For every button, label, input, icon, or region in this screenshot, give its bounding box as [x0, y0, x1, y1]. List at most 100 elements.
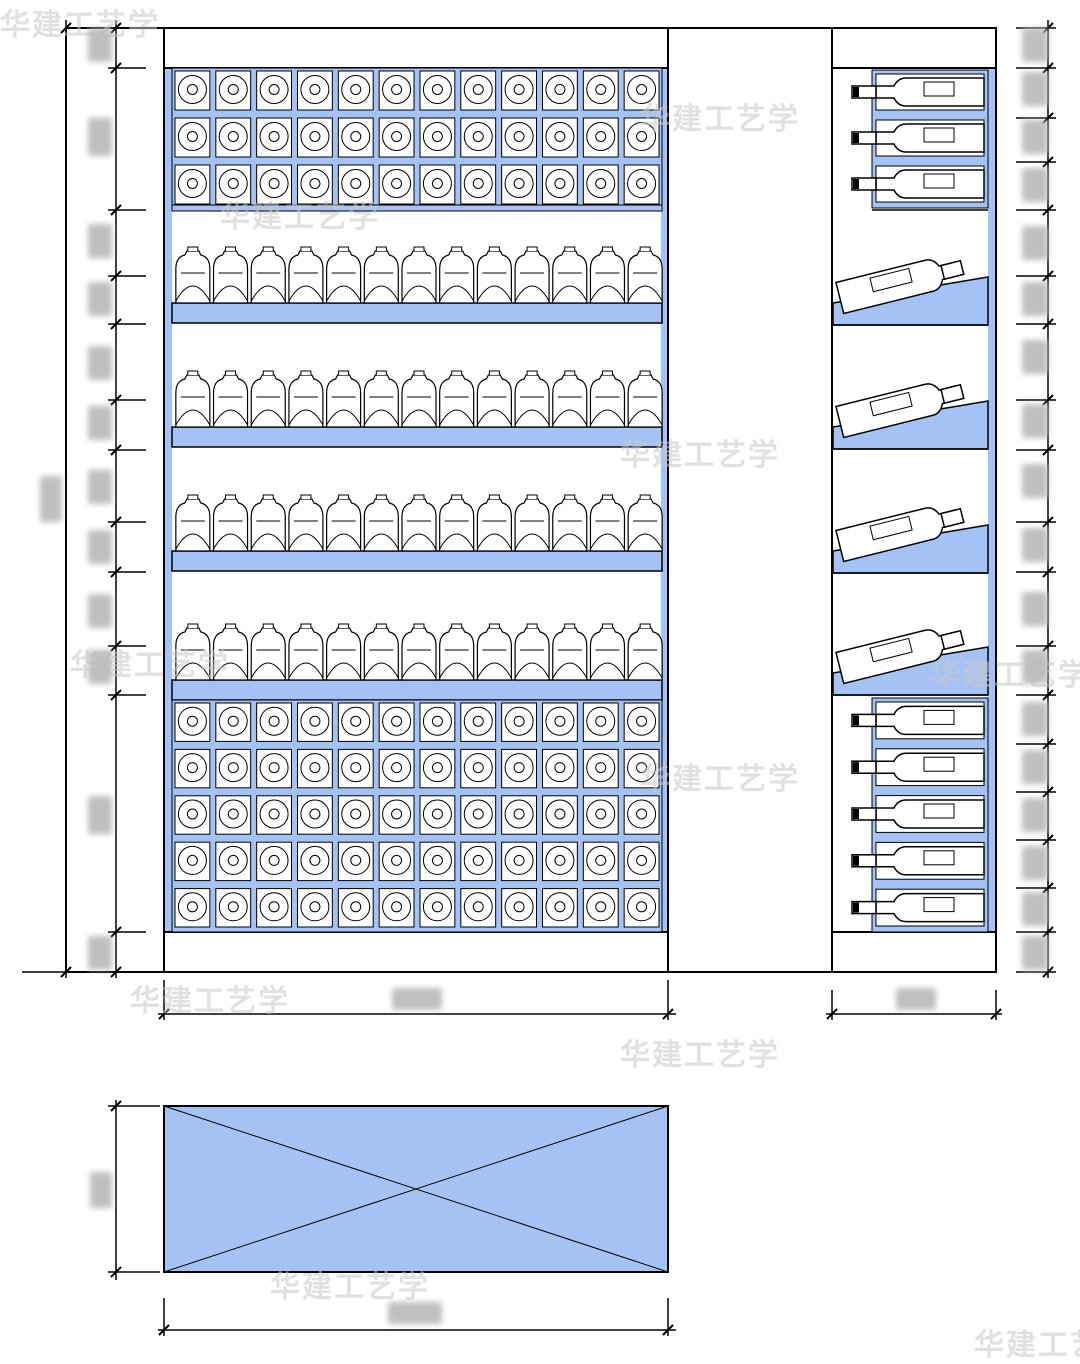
bottle-end-icon — [177, 75, 207, 104]
bottle-end-icon — [300, 122, 330, 151]
bottle-side-icon — [851, 846, 985, 876]
bottle-end-icon — [382, 122, 412, 151]
redacted-dimension-label — [88, 936, 112, 970]
right-horizontal-bottles-bottom — [851, 697, 989, 933]
shelf-board — [171, 679, 663, 701]
bottle-end-icon — [627, 845, 657, 875]
redacted-dimension-label — [1022, 464, 1048, 498]
bottle-end-icon — [586, 169, 616, 198]
bottle-end-icon — [300, 845, 330, 875]
bottle-end-icon — [218, 169, 248, 198]
bottle-end-icon — [463, 122, 493, 151]
bottle-end-icon — [545, 706, 575, 736]
stacked-bottle-icon — [439, 623, 475, 681]
stacked-bottle-icon — [589, 370, 626, 428]
bottle-end-icon — [218, 892, 248, 922]
redacted-dimension-label — [88, 530, 112, 564]
stacked-bottle-icon — [212, 370, 249, 428]
stacked-bottle-icon — [363, 370, 399, 428]
stacked-bottle-icon — [401, 623, 437, 681]
bottle-end-icon — [382, 799, 412, 829]
bottle-end-icon — [586, 892, 616, 922]
stacked-bottle-icon — [439, 370, 475, 428]
stacked-bottle-icon — [439, 494, 475, 552]
bottle-end-icon — [382, 892, 412, 922]
bottle-end-icon — [177, 706, 207, 736]
bottle-end-icon — [422, 706, 452, 736]
redacted-dimension-label — [1022, 404, 1048, 438]
bottle-end-icon — [300, 169, 330, 198]
stacked-bottle-icon — [175, 494, 211, 552]
stacked-bottle-icon — [212, 246, 249, 304]
redacted-dimension-label — [1022, 650, 1048, 684]
cubby-back — [171, 67, 663, 210]
bottle-end-icon — [586, 75, 616, 104]
bottle-side-icon — [851, 77, 985, 107]
bottle-end-icon — [463, 845, 493, 875]
angled-shelf — [832, 383, 989, 450]
stacked-bottle-icon — [363, 494, 399, 552]
stacked-bottle-icon — [514, 494, 550, 552]
stacked-bottle-icon — [250, 370, 286, 428]
tilted-bottle-icon — [835, 383, 965, 439]
bottle-end-icon — [341, 799, 371, 829]
stacked-bottle-icon — [589, 494, 626, 552]
bottle-end-icon — [463, 799, 493, 829]
stacked-bottle-icon — [288, 246, 324, 304]
bottle-end-icon — [259, 753, 289, 783]
bottle-end-icon — [627, 122, 657, 151]
bottle-end-icon — [504, 845, 534, 875]
redacted-dimension-label — [1022, 936, 1048, 970]
bottle-end-icon — [218, 75, 248, 104]
bottle-end-icon — [259, 845, 289, 875]
bottle-end-icon — [422, 122, 452, 151]
redacted-dimension-label — [1022, 120, 1048, 154]
bottle-end-icon — [422, 845, 452, 875]
bottle-end-icon — [300, 75, 330, 104]
plan-view — [163, 1105, 669, 1273]
stacked-bottle-icon — [401, 246, 437, 304]
bottle-end-icon — [177, 799, 207, 829]
stacked-bottle-icon — [175, 246, 211, 304]
redacted-dimension-label — [1022, 226, 1048, 260]
bottle-end-icon — [463, 706, 493, 736]
stacked-bottle-icon — [589, 623, 626, 681]
redacted-dimension-label — [1022, 168, 1048, 202]
bottle-side-icon — [851, 892, 985, 923]
bottle-end-icon — [545, 122, 575, 151]
bottle-end-icon — [586, 799, 616, 829]
stacked-bottle-icon — [212, 494, 249, 552]
bottle-end-icon — [586, 122, 616, 151]
stacked-bottle-icon — [288, 494, 324, 552]
bottle-end-icon — [259, 75, 289, 104]
right-angled-shelves — [832, 259, 989, 696]
stacked-bottle-icon — [288, 370, 324, 428]
redacted-dimension-label — [1022, 340, 1048, 374]
bottle-end-icon — [422, 169, 452, 198]
bottle-end-icon — [259, 892, 289, 922]
redacted-dimension-label — [40, 476, 62, 522]
stacked-bottle-icon — [401, 494, 437, 552]
stacked-bottle-icon — [250, 623, 286, 681]
bottle-end-icon — [218, 753, 248, 783]
redacted-dimension-label — [388, 1302, 442, 1324]
bottle-end-icon — [382, 169, 412, 198]
stacked-bottle-icon — [476, 370, 512, 428]
bottle-end-icon — [545, 799, 575, 829]
bottle-end-icon — [177, 122, 207, 151]
bottle-end-icon — [422, 75, 452, 104]
redacted-dimension-label — [88, 796, 112, 834]
bottle-end-icon — [463, 753, 493, 783]
bottle-end-icon — [627, 169, 657, 198]
bottle-side-icon — [851, 799, 985, 829]
stacked-bottle-icon — [514, 246, 550, 304]
left-side-strip — [165, 68, 172, 932]
angled-shelf — [832, 629, 989, 696]
left-stacked-shelves — [171, 246, 663, 701]
stacked-bottle-icon — [476, 246, 512, 304]
bottle-end-icon — [177, 753, 207, 783]
stacked-bottle-icon — [250, 494, 286, 552]
tilted-bottle-icon — [835, 507, 965, 563]
tilted-bottle-icon — [835, 259, 965, 315]
redacted-dimension-label — [1022, 592, 1048, 626]
